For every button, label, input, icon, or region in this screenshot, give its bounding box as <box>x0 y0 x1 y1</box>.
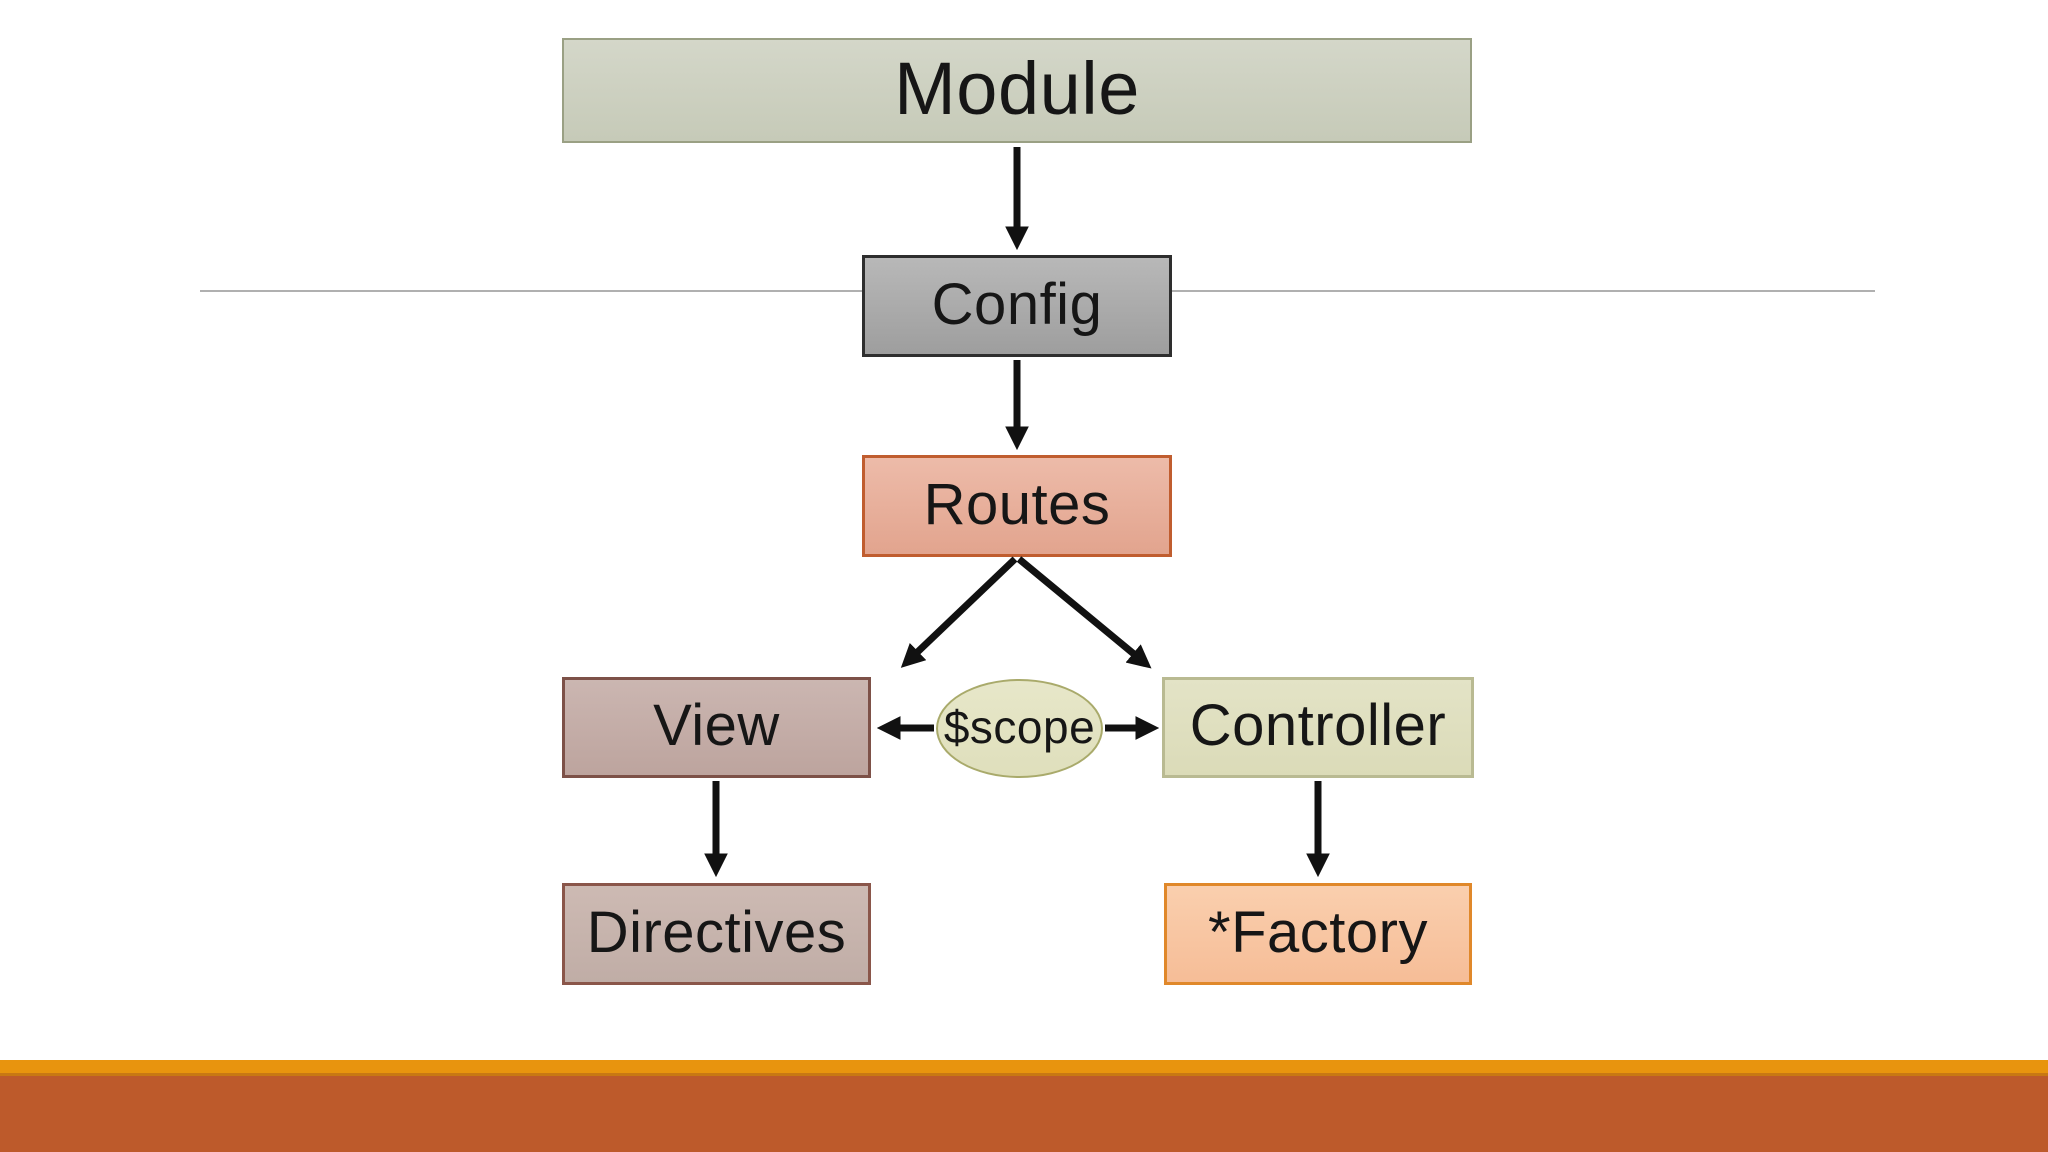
node-config: Config <box>862 255 1172 357</box>
node-factory: *Factory <box>1164 883 1472 985</box>
arrow-routes-to-controller <box>1016 556 1152 669</box>
footer-accent-strip <box>0 1060 2048 1073</box>
node-scope-label: $scope <box>943 700 1096 753</box>
node-routes: Routes <box>862 455 1172 557</box>
arrow-routes-to-view <box>900 556 1018 668</box>
node-module: Module <box>562 38 1472 143</box>
footer-accent-band <box>0 1073 2048 1152</box>
node-routes-label: Routes <box>923 471 1111 537</box>
node-scope-ellipse: $scope <box>936 679 1103 778</box>
node-module-label: Module <box>894 47 1140 130</box>
node-directives-label: Directives <box>586 899 847 965</box>
node-directives: Directives <box>562 883 871 985</box>
node-controller: Controller <box>1162 677 1474 778</box>
node-view: View <box>562 677 871 778</box>
node-factory-label: *Factory <box>1208 899 1428 965</box>
node-controller-label: Controller <box>1189 693 1447 758</box>
node-config-label: Config <box>931 271 1103 337</box>
node-view-label: View <box>653 693 780 758</box>
